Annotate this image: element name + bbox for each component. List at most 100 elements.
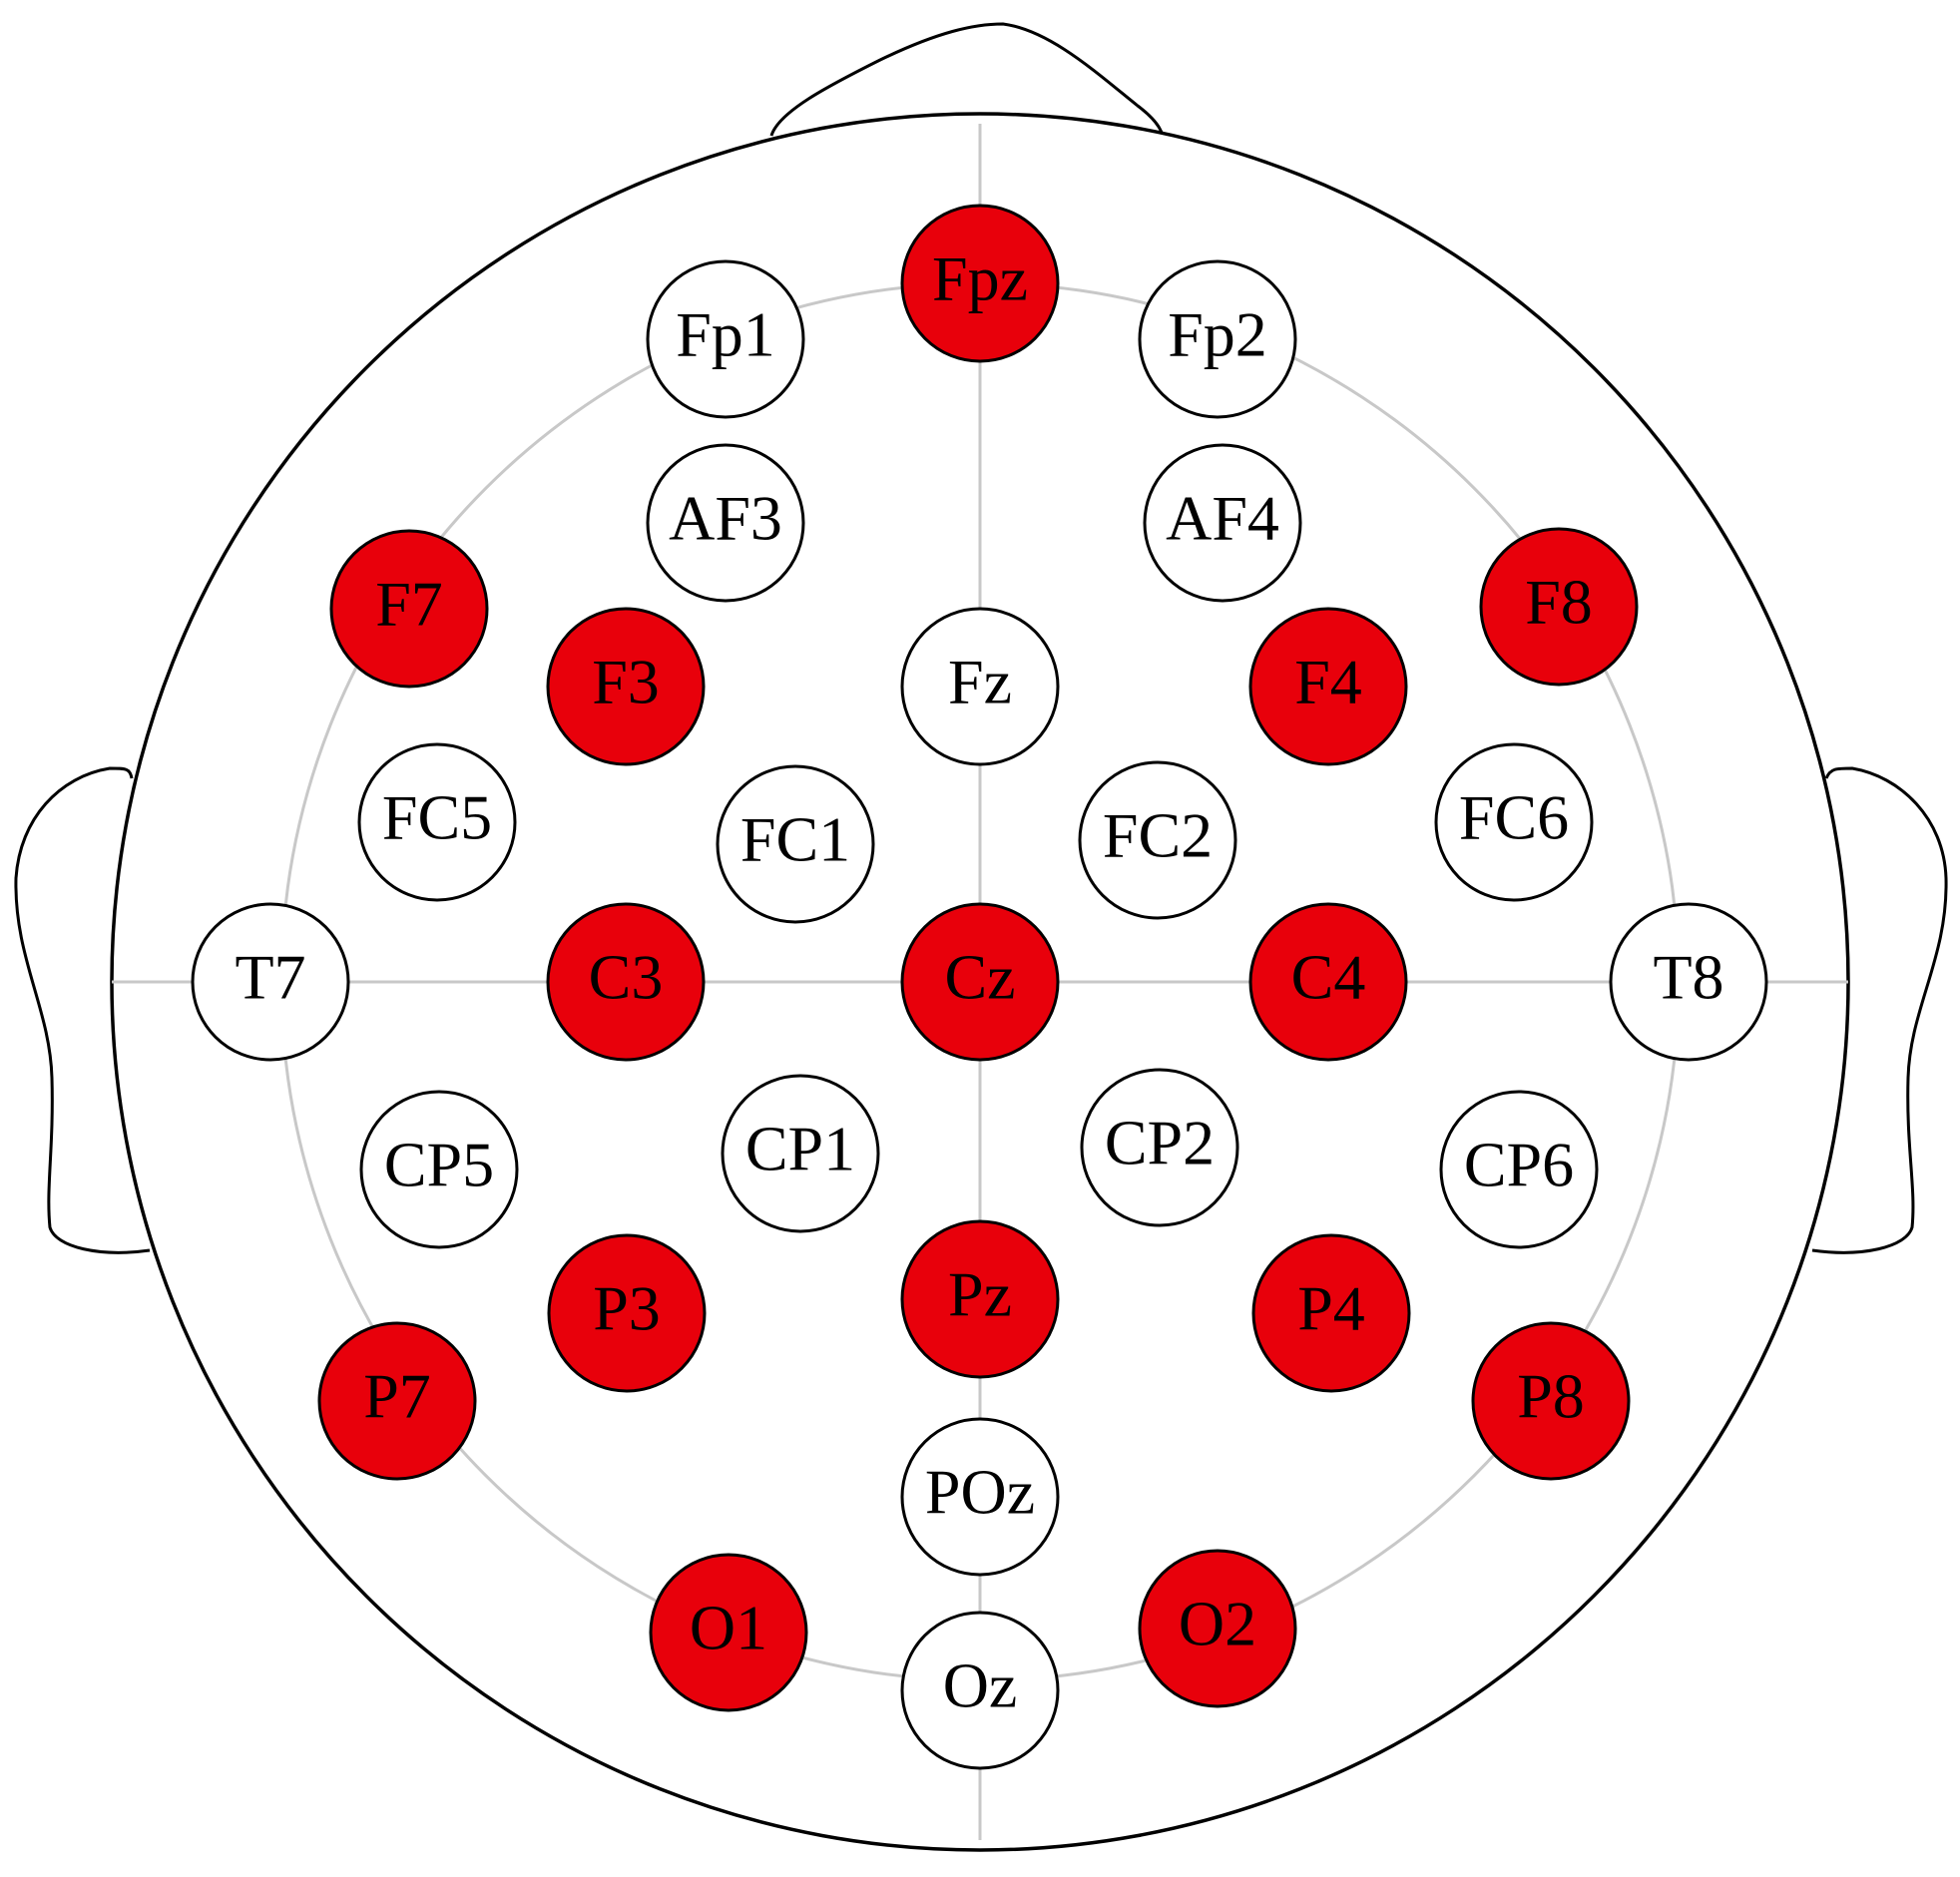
electrode-o1: O1: [649, 1553, 808, 1712]
electrode-label-fp1: Fp1: [676, 299, 775, 370]
electrode-fc2: FC2: [1078, 760, 1237, 920]
electrode-marker-fc6: [1434, 742, 1594, 902]
electrode-label-fc5: FC5: [382, 782, 492, 853]
electrode-fpz: Fpz: [900, 204, 1060, 363]
electrode-fp1: Fp1: [646, 259, 805, 419]
electrode-fc5: FC5: [357, 742, 517, 902]
electrode-marker-cp6: [1439, 1090, 1599, 1249]
electrode-fc6: FC6: [1434, 742, 1594, 902]
electrode-marker-fpz: [900, 204, 1060, 363]
electrode-marker-o1: [649, 1553, 808, 1712]
electrode-label-o2: O2: [1179, 1589, 1256, 1659]
electrode-c4: C4: [1248, 902, 1408, 1062]
electrode-marker-p8: [1471, 1321, 1631, 1481]
electrode-label-fc6: FC6: [1459, 782, 1569, 853]
electrode-label-fz: Fz: [948, 647, 1012, 717]
electrode-label-oz: Oz: [943, 1650, 1018, 1721]
electrode-f7: F7: [329, 529, 489, 689]
electrode-p3: P3: [547, 1233, 707, 1393]
electrode-marker-af3: [646, 443, 805, 603]
electrode-marker-poz: [900, 1417, 1060, 1577]
electrode-t8: T8: [1609, 902, 1768, 1062]
electrode-label-p4: P4: [1297, 1273, 1365, 1344]
electrode-label-af3: AF3: [669, 483, 782, 554]
electrode-marker-fc2: [1078, 760, 1237, 920]
electrode-label-af4: AF4: [1166, 483, 1279, 554]
electrode-marker-fp1: [646, 259, 805, 419]
electrode-marker-cz: [900, 902, 1060, 1062]
electrode-label-f4: F4: [1294, 647, 1362, 717]
electrode-marker-oz: [900, 1611, 1060, 1770]
electrode-marker-fp2: [1138, 259, 1297, 419]
electrode-label-t8: T8: [1653, 942, 1723, 1013]
electrode-poz: POz: [900, 1417, 1060, 1577]
electrode-label-fc1: FC1: [740, 804, 850, 875]
electrode-marker-cp2: [1080, 1068, 1239, 1227]
right-ear: [1811, 766, 1948, 1254]
electrode-marker-t7: [191, 902, 350, 1062]
electrode-label-cp2: CP2: [1105, 1108, 1215, 1178]
electrode-marker-pz: [900, 1219, 1060, 1379]
electrode-label-p7: P7: [363, 1361, 431, 1432]
electrode-marker-f3: [546, 607, 706, 766]
electrode-label-cp1: CP1: [745, 1114, 855, 1184]
electrode-marker-p3: [547, 1233, 707, 1393]
electrode-label-c4: C4: [1291, 942, 1366, 1013]
electrode-c3: C3: [546, 902, 706, 1062]
electrode-cp5: CP5: [359, 1090, 519, 1249]
electrode-cp6: CP6: [1439, 1090, 1599, 1249]
electrode-label-f8: F8: [1525, 567, 1593, 638]
electrode-marker-cp1: [721, 1074, 880, 1233]
electrode-marker-af4: [1143, 443, 1302, 603]
electrode-t7: T7: [191, 902, 350, 1062]
electrode-label-p3: P3: [593, 1273, 661, 1344]
electrode-f8: F8: [1479, 527, 1639, 687]
nose: [769, 22, 1165, 137]
electrode-cp2: CP2: [1080, 1068, 1239, 1227]
electrode-label-p8: P8: [1517, 1361, 1585, 1432]
electrode-marker-p7: [317, 1321, 477, 1481]
electrode-p7: P7: [317, 1321, 477, 1481]
electrode-label-o1: O1: [690, 1593, 767, 1663]
electrode-label-pz: Pz: [948, 1259, 1012, 1330]
electrode-label-t7: T7: [235, 942, 305, 1013]
electrode-marker-p4: [1251, 1233, 1411, 1393]
electrode-marker-fz: [900, 607, 1060, 766]
electrode-label-cp5: CP5: [384, 1130, 494, 1200]
electrode-f3: F3: [546, 607, 706, 766]
electrode-p8: P8: [1471, 1321, 1631, 1481]
electrode-label-f7: F7: [375, 569, 443, 640]
electrode-label-fpz: Fpz: [932, 243, 1028, 314]
electrode-cz: Cz: [900, 902, 1060, 1062]
electrode-marker-t8: [1609, 902, 1768, 1062]
electrode-marker-o2: [1138, 1549, 1297, 1708]
electrode-marker-f8: [1479, 527, 1639, 687]
electrode-cp1: CP1: [721, 1074, 880, 1233]
electrode-fz: Fz: [900, 607, 1060, 766]
electrode-label-cp6: CP6: [1464, 1130, 1574, 1200]
electrode-marker-c4: [1248, 902, 1408, 1062]
electrode-marker-f7: [329, 529, 489, 689]
electrode-o2: O2: [1138, 1549, 1297, 1708]
electrode-af3: AF3: [646, 443, 805, 603]
electrode-f4: F4: [1248, 607, 1408, 766]
electrode-label-cz: Cz: [944, 942, 1015, 1013]
electrode-fc1: FC1: [716, 764, 875, 924]
electrode-marker-c3: [546, 902, 706, 1062]
electrode-af4: AF4: [1143, 443, 1302, 603]
electrode-fp2: Fp2: [1138, 259, 1297, 419]
electrode-pz: Pz: [900, 1219, 1060, 1379]
electrode-oz: Oz: [900, 1611, 1060, 1770]
electrode-marker-cp5: [359, 1090, 519, 1249]
electrode-label-f3: F3: [592, 647, 660, 717]
electrode-marker-fc1: [716, 764, 875, 924]
electrode-label-fc2: FC2: [1103, 800, 1213, 871]
electrode-marker-f4: [1248, 607, 1408, 766]
electrode-label-poz: POz: [925, 1457, 1035, 1528]
electrode-p4: P4: [1251, 1233, 1411, 1393]
electrode-label-fp2: Fp2: [1168, 299, 1267, 370]
electrode-label-c3: C3: [589, 942, 664, 1013]
electrode-marker-fc5: [357, 742, 517, 902]
